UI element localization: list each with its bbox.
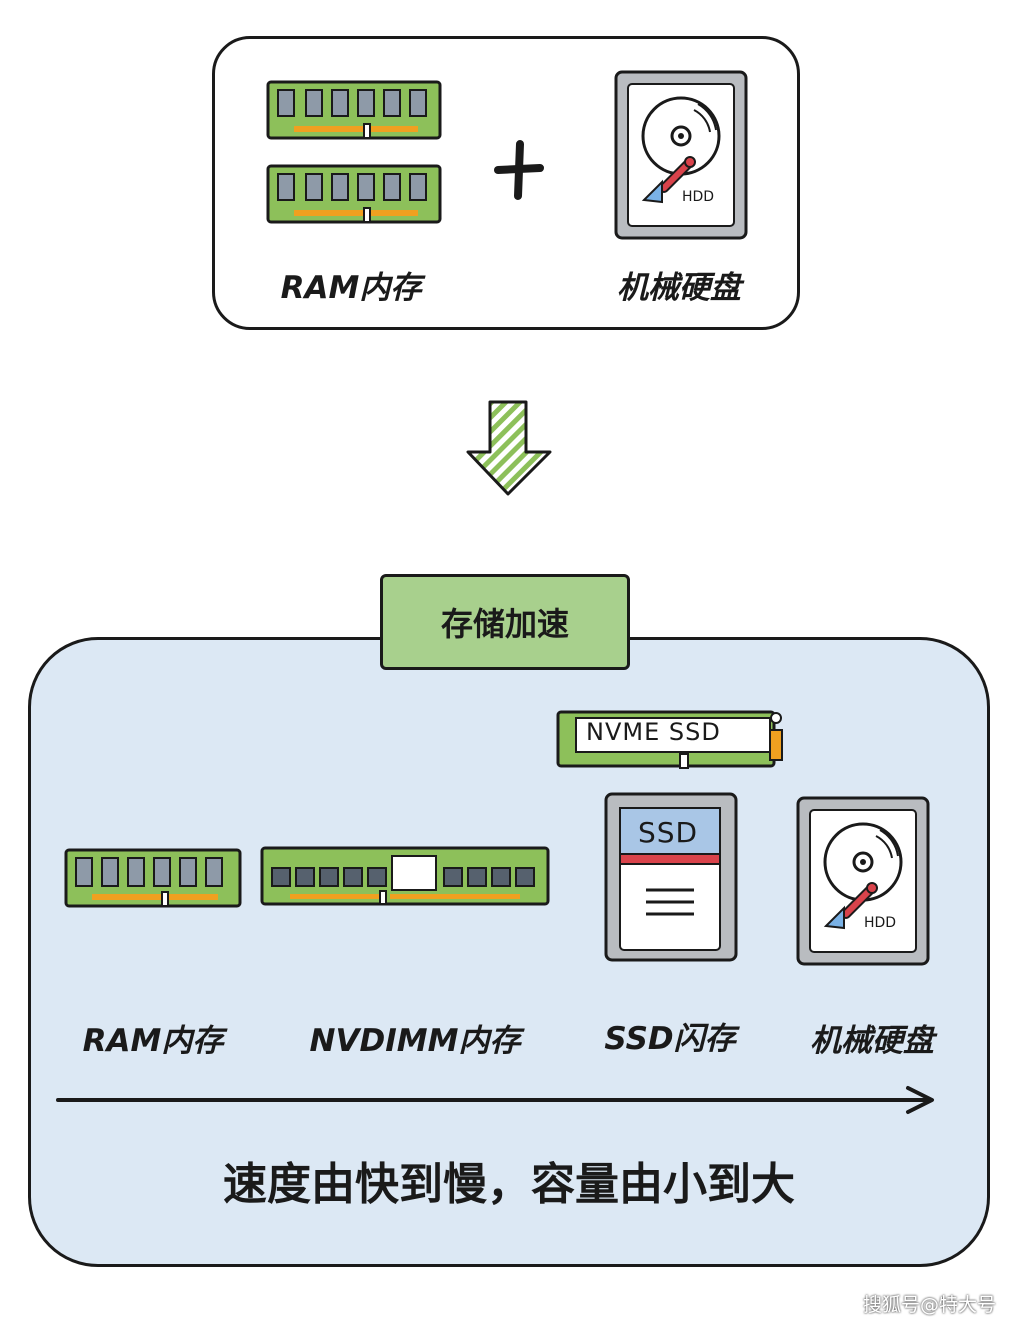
ssd-drive-icon (604, 792, 738, 962)
ram-label: RAM内存 (82, 1023, 224, 1059)
direction-arrow-icon (56, 1086, 934, 1114)
plus-icon (494, 140, 544, 200)
ram-stick-icon (266, 80, 442, 140)
ssd-label: SSD闪存 (604, 1021, 736, 1057)
ram-label-top: RAM内存 (280, 270, 422, 306)
down-arrow-icon (466, 400, 552, 496)
ram-stick-icon (266, 164, 442, 224)
hdd-chip-label-bottom: HDD (864, 915, 897, 931)
hdd-icon (796, 796, 930, 966)
nvme-label: NVME SSD (586, 718, 721, 746)
watermark: 搜狐号@特大号 (862, 1294, 996, 1316)
hdd-chip-label: HDD (682, 189, 715, 205)
hdd-icon (614, 70, 748, 240)
nvdimm-stick-icon (260, 846, 550, 906)
ram-stick-icon (64, 848, 242, 908)
ssd-chip-label: SSD (638, 816, 699, 849)
nvme-ssd-icon (556, 710, 783, 769)
nvdimm-label: NVDIMM内存 (309, 1023, 521, 1059)
hdd-label-top: 机械硬盘 (617, 270, 741, 306)
storage-acceleration-tag: 存储加速 (380, 574, 630, 670)
hdd-label: 机械硬盘 (810, 1023, 934, 1059)
caption: 速度由快到慢，容量由小到大 (223, 1159, 795, 1210)
